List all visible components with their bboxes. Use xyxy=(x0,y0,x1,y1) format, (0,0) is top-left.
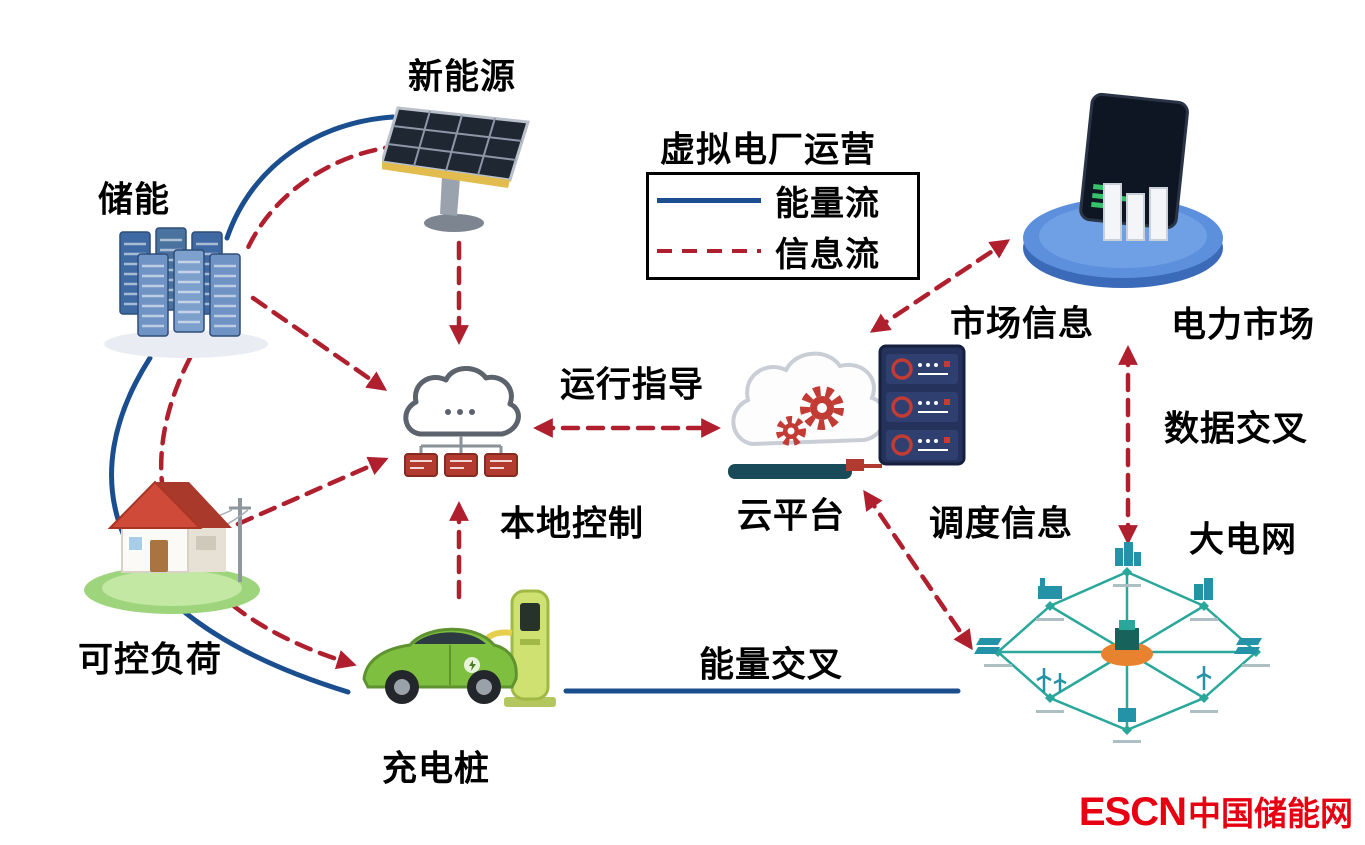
energy-flow-newenergy-to-storage xyxy=(224,114,396,241)
legend-info-flow-label: 信息流 xyxy=(775,235,880,274)
watermark-site-name: 中国储能网 xyxy=(1188,795,1353,832)
label-cloud-platform: 云平台 xyxy=(736,496,846,536)
label-big-grid: 大电网 xyxy=(1188,520,1298,560)
solar-panel-icon xyxy=(382,98,537,238)
cloud-server-gears-icon xyxy=(722,332,972,492)
cloud-network-icon xyxy=(390,348,532,498)
energy-flow-line-sample xyxy=(657,198,761,204)
info-flow-storage-to-cloud xyxy=(250,295,388,391)
legend-row-info-flow: 信息流 xyxy=(657,227,909,276)
label-charging-pile: 充电桩 xyxy=(381,749,491,789)
label-operation-guidance: 运行指导 xyxy=(559,365,705,405)
label-data-cross: 数据交叉 xyxy=(1163,409,1309,449)
label-local-control: 本地控制 xyxy=(499,504,645,544)
info-flow-platform-to-market xyxy=(869,239,1011,333)
label-energy-cross: 能量交叉 xyxy=(698,645,844,685)
info-flow-newenergy-to-storage-arc xyxy=(243,143,403,255)
escn-logo: ESCN xyxy=(1078,790,1187,834)
info-flow-line-sample xyxy=(657,249,761,254)
legend-title: 虚拟电厂运营 xyxy=(659,130,877,170)
grid-network-icon xyxy=(968,542,1286,750)
legend: 能量流 信息流 xyxy=(646,172,920,280)
legend-energy-flow-label: 能量流 xyxy=(775,185,880,224)
label-power-market: 电力市场 xyxy=(1170,305,1316,345)
ev-car-charger-icon xyxy=(352,583,572,735)
label-new-energy: 新能源 xyxy=(407,57,517,97)
house-icon xyxy=(80,440,265,620)
label-market-info: 市场信息 xyxy=(949,304,1095,344)
info-flow-load-to-cloud xyxy=(235,456,389,527)
info-flow-platform-to-grid xyxy=(863,489,973,651)
legend-row-energy-flow: 能量流 xyxy=(657,176,909,225)
label-controllable-load: 可控负荷 xyxy=(77,640,223,680)
battery-cabinets-icon xyxy=(98,222,273,362)
label-storage: 储能 xyxy=(97,180,171,220)
market-disc-chart-icon xyxy=(1008,92,1238,292)
label-dispatch-info: 调度信息 xyxy=(928,504,1074,544)
